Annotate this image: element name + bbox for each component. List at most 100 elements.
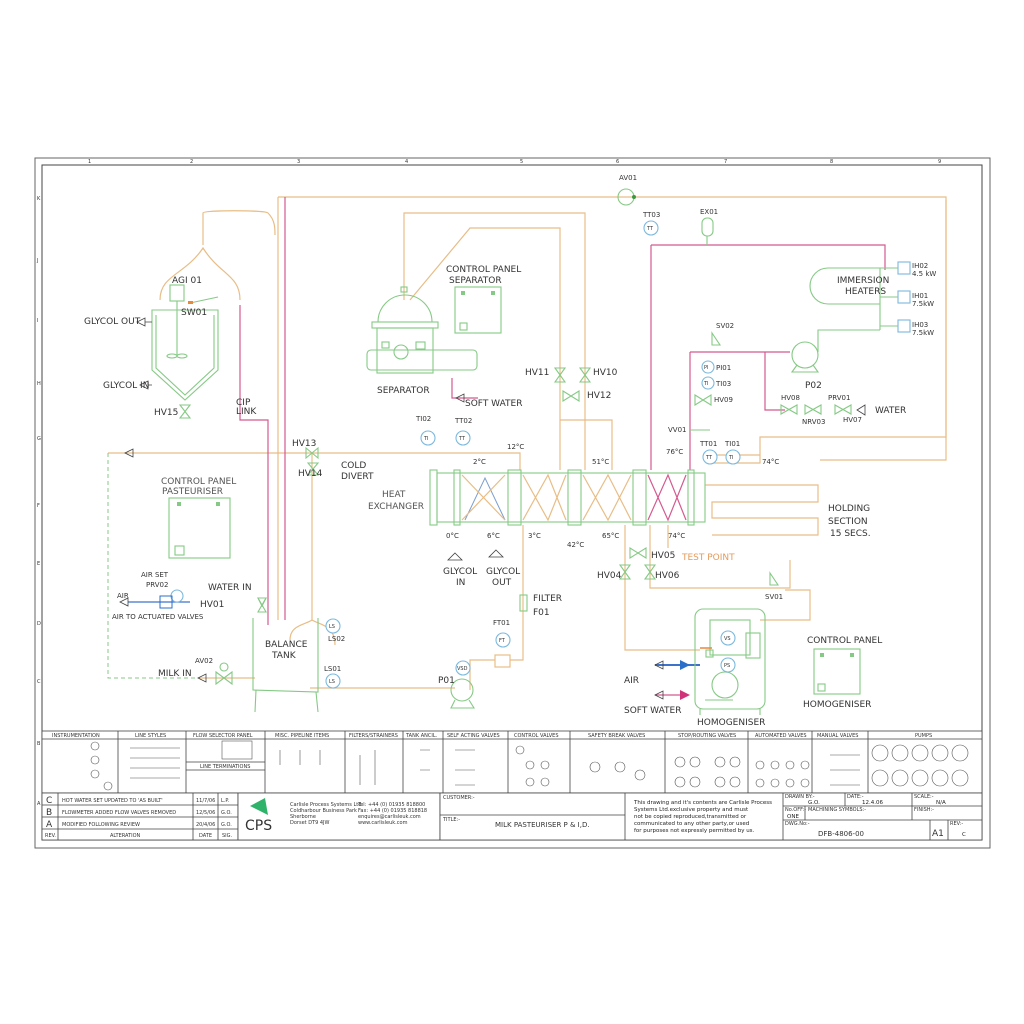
instrument-tt02-symbol: TT [458, 436, 466, 442]
grid-row: E [37, 561, 40, 567]
label-ti01: TI01 [724, 440, 740, 448]
rev-alteration: FLOWMETER ADDED FLOW VALVES REMOVED [62, 810, 176, 816]
temp-65c: 65°C [602, 532, 619, 540]
rev-alteration: HOT WATER SET UPDATED TO 'AS BUILT' [62, 798, 163, 804]
temp-74c: 74°C [668, 532, 685, 540]
temp-0c: 0°C [446, 532, 459, 540]
label-cold: COLD [341, 461, 366, 471]
label-sv01: SV01 [765, 593, 783, 601]
grid-col: 9 [938, 159, 941, 165]
symbol-legend: INSTRUMENTATION LINE STYLES FLOW SELECTO… [41, 730, 983, 794]
label-cp-homogeniser-2: HOMOGENISER [803, 700, 871, 710]
grid-row: C [37, 679, 41, 685]
legend-misc-pipeline-items: MISC. PIPELINE ITEMS [275, 733, 329, 739]
label-prv02: PRV02 [146, 581, 168, 589]
control-panel-homogeniser [813, 648, 861, 695]
company-web: www.carlisleuk.com [358, 820, 408, 826]
cps-logo-text: CPS [245, 818, 272, 834]
label-homogeniser: HOMOGENISER [697, 718, 765, 728]
grid-row: A [37, 801, 41, 807]
label-av01: AV01 [619, 174, 637, 182]
label-tt03: TT03 [642, 211, 660, 219]
revision-row-a: A MODIFIED FOLLOWING REVIEW 20/4/06 G.O. [46, 820, 232, 830]
line-terminations [119, 317, 866, 700]
temp-12c: 12°C [507, 443, 524, 451]
company-block: CPS Carlisle Process Systems Ltd Coldhar… [237, 792, 441, 841]
homogeniser [680, 608, 766, 715]
sheet-size: A1 [932, 829, 944, 839]
rev-sig: G.O. [221, 822, 232, 828]
temp-6c: 6°C [487, 532, 500, 540]
instrument-bubbles: TI TT TT PI TI TT TI LS LS FT VSD VS PS [159, 220, 741, 689]
rev-header: REV. [45, 833, 56, 839]
grid-column-labels: 1 2 3 4 5 6 7 8 9 [88, 159, 941, 165]
label-ih03-kw: 7.5kW [912, 329, 934, 337]
label-ex01: EX01 [700, 208, 718, 216]
label-tt01: TT01 [699, 440, 717, 448]
label-nrv03: NRV03 [802, 418, 825, 426]
label-ti03: TI03 [715, 380, 731, 388]
label-balance: BALANCE [265, 640, 308, 650]
alteration-header: ALTERATION [110, 833, 140, 839]
grid-row: H [37, 381, 41, 387]
legend-pumps: PUMPS [915, 733, 932, 739]
temp-51c: 51°C [592, 458, 609, 466]
label-ih01: IH01 [912, 292, 928, 300]
label-hv11: HV11 [525, 368, 549, 378]
label-hv07: HV07 [843, 416, 862, 424]
label-cp-pasteuriser-2: PASTEURISER [162, 487, 223, 497]
grid-col: 4 [405, 159, 408, 165]
label-p01: P01 [438, 676, 455, 686]
label-15-secs: 15 SECS. [830, 529, 871, 539]
rev-letter: C [46, 796, 52, 806]
label-milk-in: MILK IN [158, 669, 192, 679]
label-heaters: HEATERS [845, 287, 886, 297]
grid-row: J [36, 258, 38, 264]
autovalve-av01 [617, 188, 636, 206]
legend-line-styles: LINE STYLES [135, 733, 166, 739]
flow-transmitter-body [494, 654, 511, 668]
drawing-title: MILK PASTEURISER P & I,D. [495, 821, 590, 829]
rev-date: 12/5/06 [196, 810, 215, 816]
company-name: Carlisle Process Systems Ltd [290, 802, 361, 808]
label-ti02: TI02 [415, 415, 431, 423]
instrument-tt03-symbol: TT [646, 226, 654, 232]
grid-row-labels: K J I H G F E D C B A [36, 196, 41, 807]
label-glycol-out: GLYCOL OUT [84, 317, 141, 327]
no-off-label: No.OFF:- [785, 807, 806, 813]
label-hv06: HV06 [655, 571, 680, 581]
revision-row-c: C HOT WATER SET UPDATED TO 'AS BUILT' 11… [46, 796, 230, 806]
label-tt02: TT02 [454, 417, 472, 425]
rev-label: REV:- [950, 821, 963, 827]
label-hx-glycol-out-1: GLYCOL [486, 567, 520, 577]
date-label: DATE:- [847, 794, 864, 800]
glycol-recycle-line [107, 453, 200, 679]
label-holding: HOLDING [828, 504, 870, 514]
copyright-line-2: Systems Ltd.exclusive property and must [634, 807, 749, 813]
company-address-3: Dorset DT9 4JW [290, 820, 330, 826]
grid-row: G [37, 436, 41, 442]
instrument-tt01-symbol: TT [705, 455, 713, 461]
label-heat: HEAT [382, 490, 406, 500]
label-agi01: AGI 01 [172, 276, 202, 286]
label-hv09: HV09 [714, 396, 733, 404]
rev-date: 20/4/06 [196, 822, 215, 828]
label-hv12: HV12 [587, 391, 611, 401]
label-vv01: VV01 [668, 426, 686, 434]
label-immersion: IMMERSION [837, 276, 889, 286]
legend-self-acting-valves: SELF ACTING VALVES [447, 733, 500, 739]
grid-row: B [37, 741, 41, 747]
temp-42c: 42°C [567, 541, 584, 549]
temp-74c-holding: 74°C [762, 458, 779, 466]
legend-instrumentation: INSTRUMENTATION [52, 733, 100, 739]
grid-col: 8 [830, 159, 833, 165]
drawn-by-label: DRAWN BY:- [785, 794, 815, 800]
label-ih02-kw: 4.5 kW [912, 270, 936, 278]
expansion-vessel-ex01 [701, 217, 714, 245]
legend-tank-ancil: TANK ANCIL. [405, 733, 438, 739]
label-cp-separator-2: SEPARATOR [449, 276, 502, 286]
company-tel: Tel: +44 (0) 01935 818800 [357, 802, 425, 808]
date-header: DATE [199, 833, 212, 839]
pump-p02 [790, 329, 880, 373]
grid-col: 1 [88, 159, 91, 165]
